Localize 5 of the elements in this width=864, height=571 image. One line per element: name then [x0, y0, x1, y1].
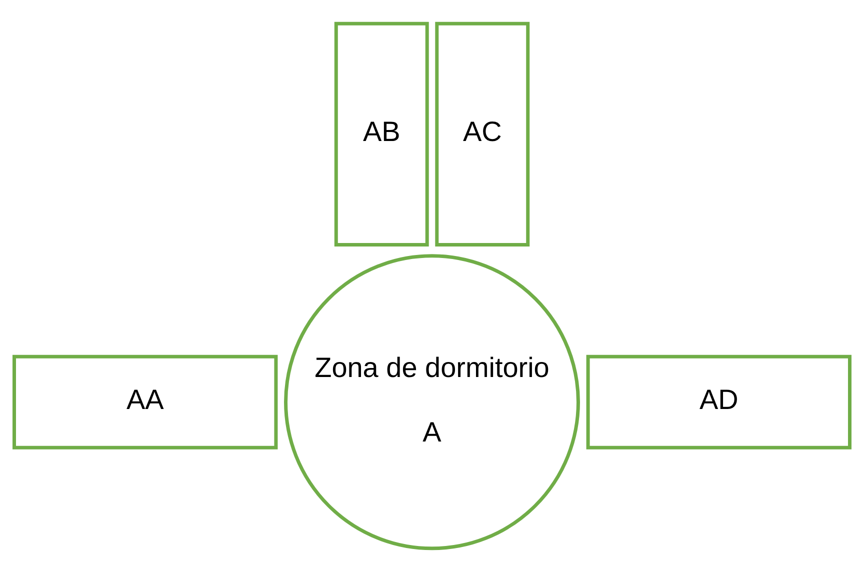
node-box: AC	[435, 21, 530, 246]
node-box: AA	[12, 354, 278, 449]
node-box: AB	[334, 21, 429, 246]
node-box: AD	[586, 354, 852, 449]
node-circle: Zona de dormitorio A	[284, 254, 580, 550]
